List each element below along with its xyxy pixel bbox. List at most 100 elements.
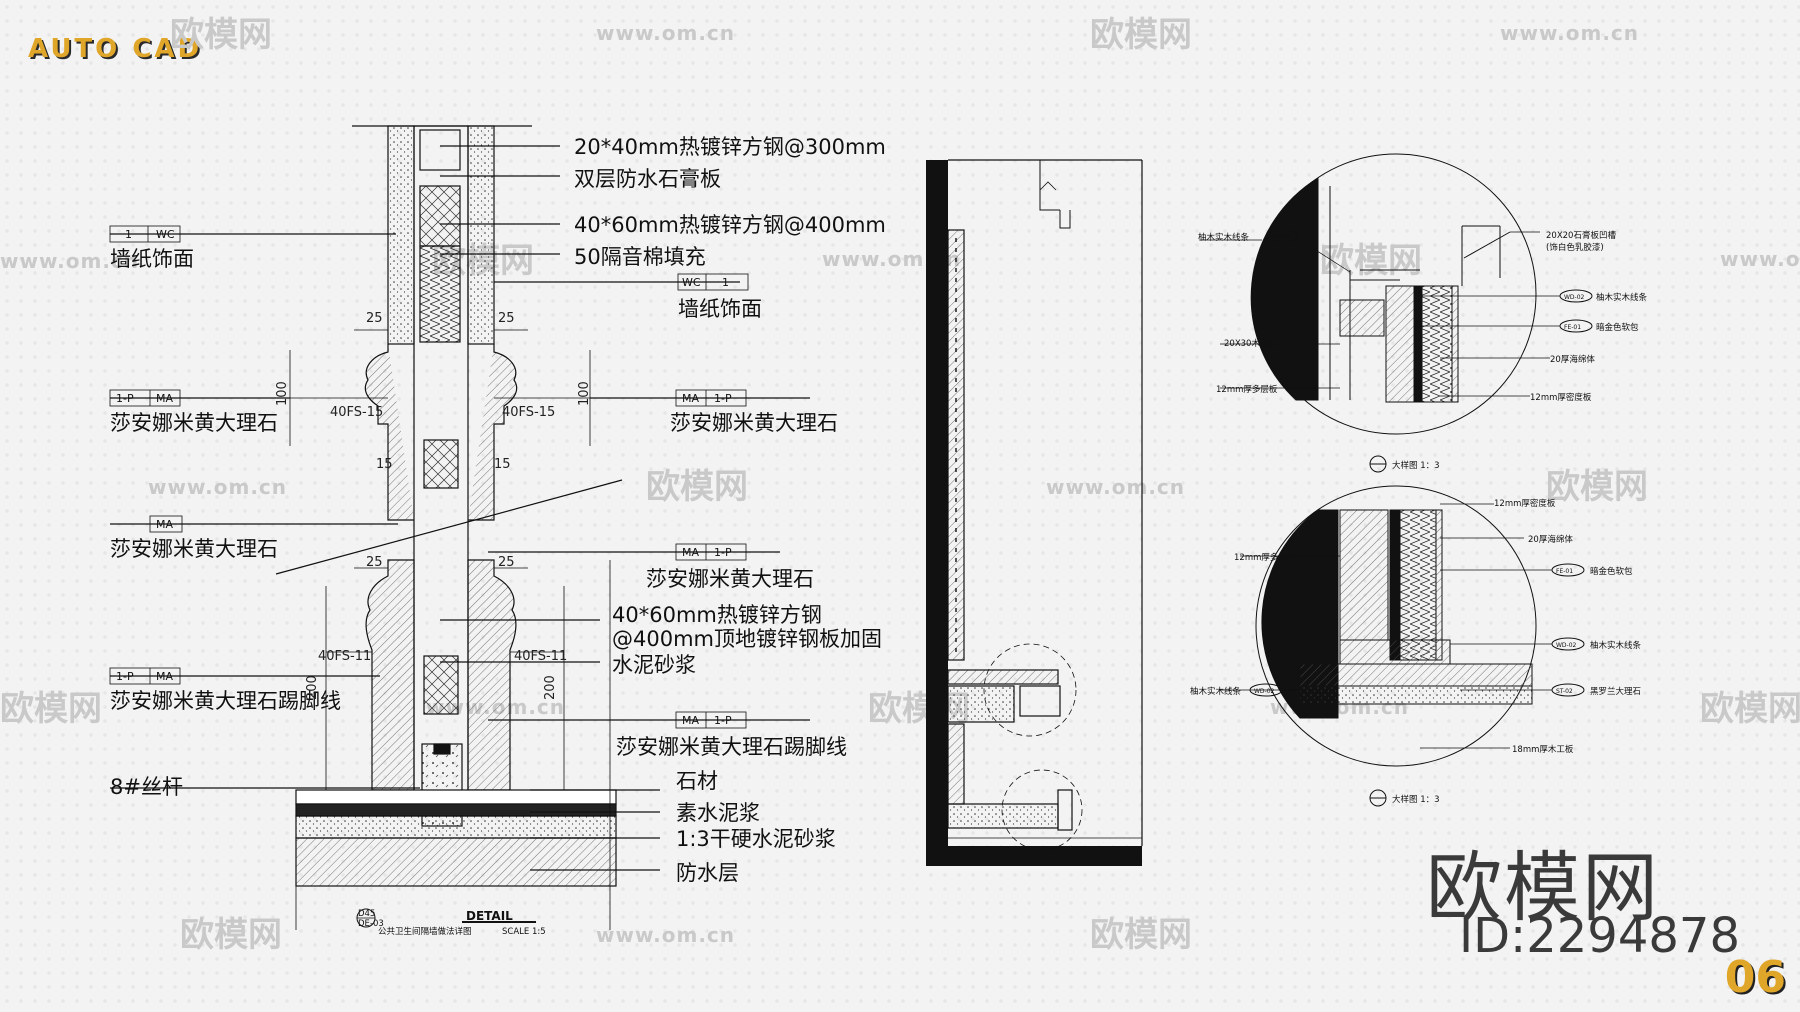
label-steel-reinf-1: 40*60mm热镀锌方钢 <box>612 603 822 627</box>
wm-url-10: www.om.cn <box>596 923 735 947</box>
tag-4-num: 1-P <box>714 392 732 405</box>
dt-tag-right-2: FE-01 <box>1564 324 1581 331</box>
wm-url-3: www.om.cn <box>0 249 139 273</box>
db-label-ply: 12mm厚多层板 <box>1234 552 1296 563</box>
db-label-wood-trim-left: 柚木实木线条 <box>1190 686 1242 697</box>
wm-site-7: 欧模网 <box>0 689 102 729</box>
label-steel-40x60: 40*60mm热镀锌方钢@400mm <box>574 213 886 237</box>
wm-site-11: 欧模网 <box>1090 915 1192 955</box>
wm-site-6: 欧模网 <box>1546 467 1648 507</box>
wall-section-drawing <box>109 125 810 930</box>
tag-5-code: MA <box>156 518 173 531</box>
tag-7-code: MA <box>156 670 173 683</box>
label-marble-2: 莎安娜米黄大理石 <box>670 411 838 435</box>
dim-40fs15-a: 40FS-15 <box>330 405 383 420</box>
dim-100-b: 100 <box>577 381 592 406</box>
page-number: 06 <box>1724 952 1786 1003</box>
db-tag-stone: ST-02 <box>1556 688 1573 695</box>
model-id: ID:2294878 <box>1458 908 1740 964</box>
dim-100-a: 100 <box>275 381 290 406</box>
db-label-board: 18mm厚木工板 <box>1512 744 1574 755</box>
wm-url-5: www.om.cn <box>1720 247 1800 271</box>
dt-label-density: 12mm厚密度板 <box>1530 392 1592 403</box>
detail-top-drawing <box>1200 153 1593 473</box>
dt-label-gold: 暗金色软包 <box>1596 322 1639 333</box>
label-steel-reinf-2: @400mm顶地镀锌钢板加固 <box>612 627 882 651</box>
tag-8-code: MA <box>682 714 699 727</box>
db-label-gold: 暗金色软包 <box>1590 566 1633 577</box>
label-wallpaper-left: 墙纸饰面 <box>110 247 194 271</box>
detail-bottom-drawing <box>1220 485 1585 807</box>
dim-25-b: 25 <box>498 311 515 326</box>
title-caption: 公共卫生间隔墙做法详图 <box>378 926 472 937</box>
dim-25-a: 25 <box>366 311 383 326</box>
db-label-stone: 黑罗兰大理石 <box>1590 686 1641 697</box>
label-cotton: 50隔音棉填充 <box>574 245 706 269</box>
wm-url-1: www.om.cn <box>596 21 735 45</box>
label-skirting-right: 莎安娜米黄大理石踢脚线 <box>616 735 847 759</box>
dt-label-wood-trim-right: 柚木实木线条 <box>1596 292 1648 303</box>
label-marble-3: 莎安娜米黄大理石 <box>110 537 278 561</box>
site-logo: 欧模网 <box>1426 843 1660 932</box>
tag-3-code: MA <box>156 392 173 405</box>
db-tag-trim-left: WD-02 <box>1254 688 1275 695</box>
tag-1-num: 1 <box>125 228 132 241</box>
dt-label-sponge: 20厚海绵体 <box>1550 354 1595 365</box>
wm-site-4: 欧模网 <box>1320 241 1422 281</box>
dim-200-b: 200 <box>543 675 558 700</box>
wm-url-2: www.om.cn <box>1500 21 1639 45</box>
dim-40fs15-b: 40FS-15 <box>502 405 555 420</box>
watermarks: 欧模网 www.om.cn 欧模网 www.om.cn www.om.cn 欧模… <box>0 15 1800 955</box>
tag-2-code: WC <box>682 276 701 289</box>
db-label-wood-trim-right: 柚木实木线条 <box>1590 640 1642 651</box>
db-caption: 大样图 1：3 <box>1392 794 1440 805</box>
label-rod: 8#丝杆 <box>110 775 183 799</box>
detail-bottom-annotations: 12mm厚密度板 20厚海绵体 12mm厚多层板 FE-01 暗金色软包 WD-… <box>1190 498 1642 805</box>
dt-tag-right-1: WD-02 <box>1564 294 1585 301</box>
tag-6-code: MA <box>682 546 699 559</box>
label-gypsum: 双层防水石膏板 <box>574 167 721 191</box>
title-scale: SCALE 1:5 <box>502 927 546 937</box>
label-stone: 石材 <box>676 769 718 793</box>
middle-elevation-drawing <box>926 159 1143 866</box>
dt-label-groove2: (饰白色乳胶漆) <box>1546 242 1604 253</box>
label-cement-mortar: 水泥砂浆 <box>612 653 696 677</box>
label-marble-1: 莎安娜米黄大理石 <box>110 411 278 435</box>
label-slurry: 素水泥浆 <box>676 801 760 825</box>
tag-6-num: 1-P <box>714 546 732 559</box>
dim-40fs11-b: 40FS-11 <box>514 649 567 664</box>
dim-25-d: 25 <box>498 555 515 570</box>
wm-site-9: 欧模网 <box>1700 689 1800 729</box>
wm-url-7: www.om.cn <box>1046 475 1185 499</box>
brand-title: AUTO CAD <box>28 34 203 64</box>
dt-label-wood-trim: 柚木实木线条 <box>1198 232 1250 243</box>
tag-4-code: MA <box>682 392 699 405</box>
db-tag-trim: WD-02 <box>1556 642 1577 649</box>
wm-site-1: 欧模网 <box>170 15 272 55</box>
label-marble-4: 莎安娜米黄大理石 <box>646 567 814 591</box>
label-waterproof: 防水层 <box>676 861 739 885</box>
label-wallpaper-right: 墙纸饰面 <box>678 297 762 321</box>
wall-section-annotations: 20*40mm热镀锌方钢@300mm 双层防水石膏板 40*60mm热镀锌方钢@… <box>110 135 886 937</box>
label-dry-mortar: 1:3干硬水泥砂浆 <box>676 827 836 851</box>
dt-label-groove: 20X20石膏板凹槽 <box>1546 230 1616 241</box>
wm-site-2: 欧模网 <box>1090 15 1192 55</box>
dim-25-c: 25 <box>366 555 383 570</box>
dt-label-20x30: 20X30木龙骨 <box>1224 338 1277 349</box>
tag-8-num: 1-P <box>714 714 732 727</box>
wm-site-5: 欧模网 <box>646 467 748 507</box>
title-number: D45 <box>358 909 375 919</box>
label-skirting-left: 莎安娜米黄大理石踢脚线 <box>110 689 341 713</box>
label-steel-20x40: 20*40mm热镀锌方钢@300mm <box>574 135 886 159</box>
title-sheet: DE-03 <box>358 919 384 929</box>
tag-3-num: 1-P <box>116 392 134 405</box>
dt-tag-left: WD-02 <box>1270 234 1291 241</box>
db-label-density: 12mm厚密度板 <box>1494 498 1556 509</box>
tag-7-num: 1-P <box>116 670 134 683</box>
dim-15-b: 15 <box>494 457 511 472</box>
tag-2-num: 1 <box>722 276 729 289</box>
detail-top-annotations: 柚木实木线条 WD-02 20X30木龙骨 12mm厚多层板 20X20石膏板凹… <box>1198 230 1648 471</box>
dt-caption: 大样图 1：3 <box>1392 460 1440 471</box>
